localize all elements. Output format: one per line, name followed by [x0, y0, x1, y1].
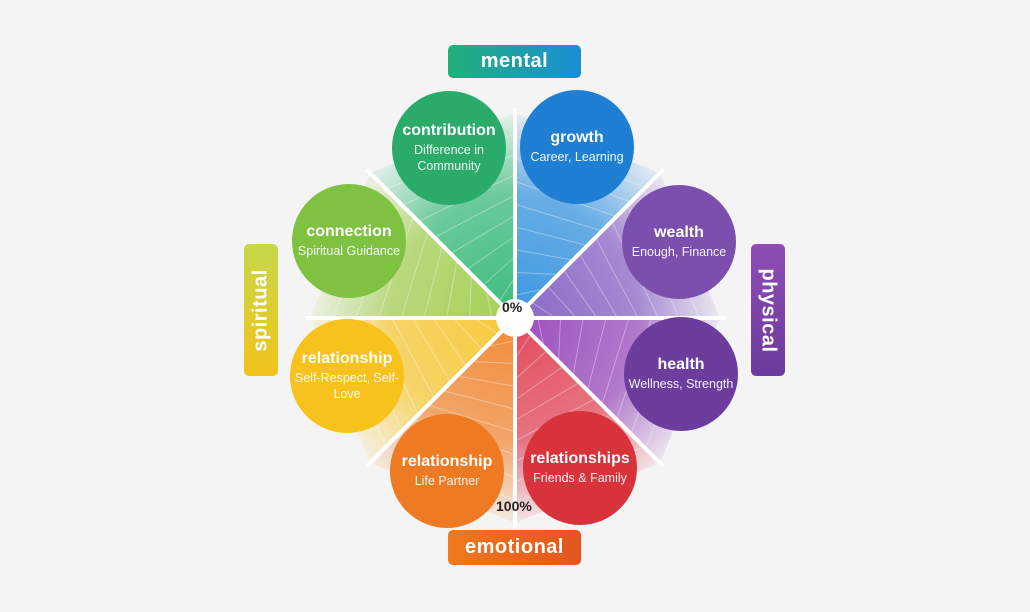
segment-subtitle: Difference in Community [414, 143, 484, 173]
physical-label: physical [751, 244, 785, 376]
segment-subtitle: Life Partner [414, 474, 480, 488]
mental-label: mental [448, 45, 581, 78]
segment-subtitle: Self-Respect, Self-Love [294, 371, 400, 401]
segment-title: relationships [530, 450, 630, 467]
emotional-label: emotional [448, 530, 581, 565]
spiritual-label: spiritual [244, 244, 278, 376]
segment-subtitle: Wellness, Strength [628, 377, 734, 391]
segment-title: relationship [401, 453, 493, 470]
segment-title: contribution [402, 122, 496, 139]
segment-title: connection [306, 223, 392, 240]
segment-title: health [657, 356, 705, 373]
segment-subtitle: Spiritual Guidance [297, 244, 401, 258]
segment-subtitle: Friends & Family [533, 471, 627, 485]
segment-title: relationship [301, 350, 393, 367]
segment-subtitle: Career, Learning [530, 150, 624, 164]
segment-subtitle: Enough, Finance [631, 245, 727, 259]
outer-percent: 100% [496, 498, 532, 514]
center-percent: 0% [502, 299, 523, 315]
segment-title: growth [550, 129, 604, 146]
segment-title: wealth [654, 224, 704, 241]
